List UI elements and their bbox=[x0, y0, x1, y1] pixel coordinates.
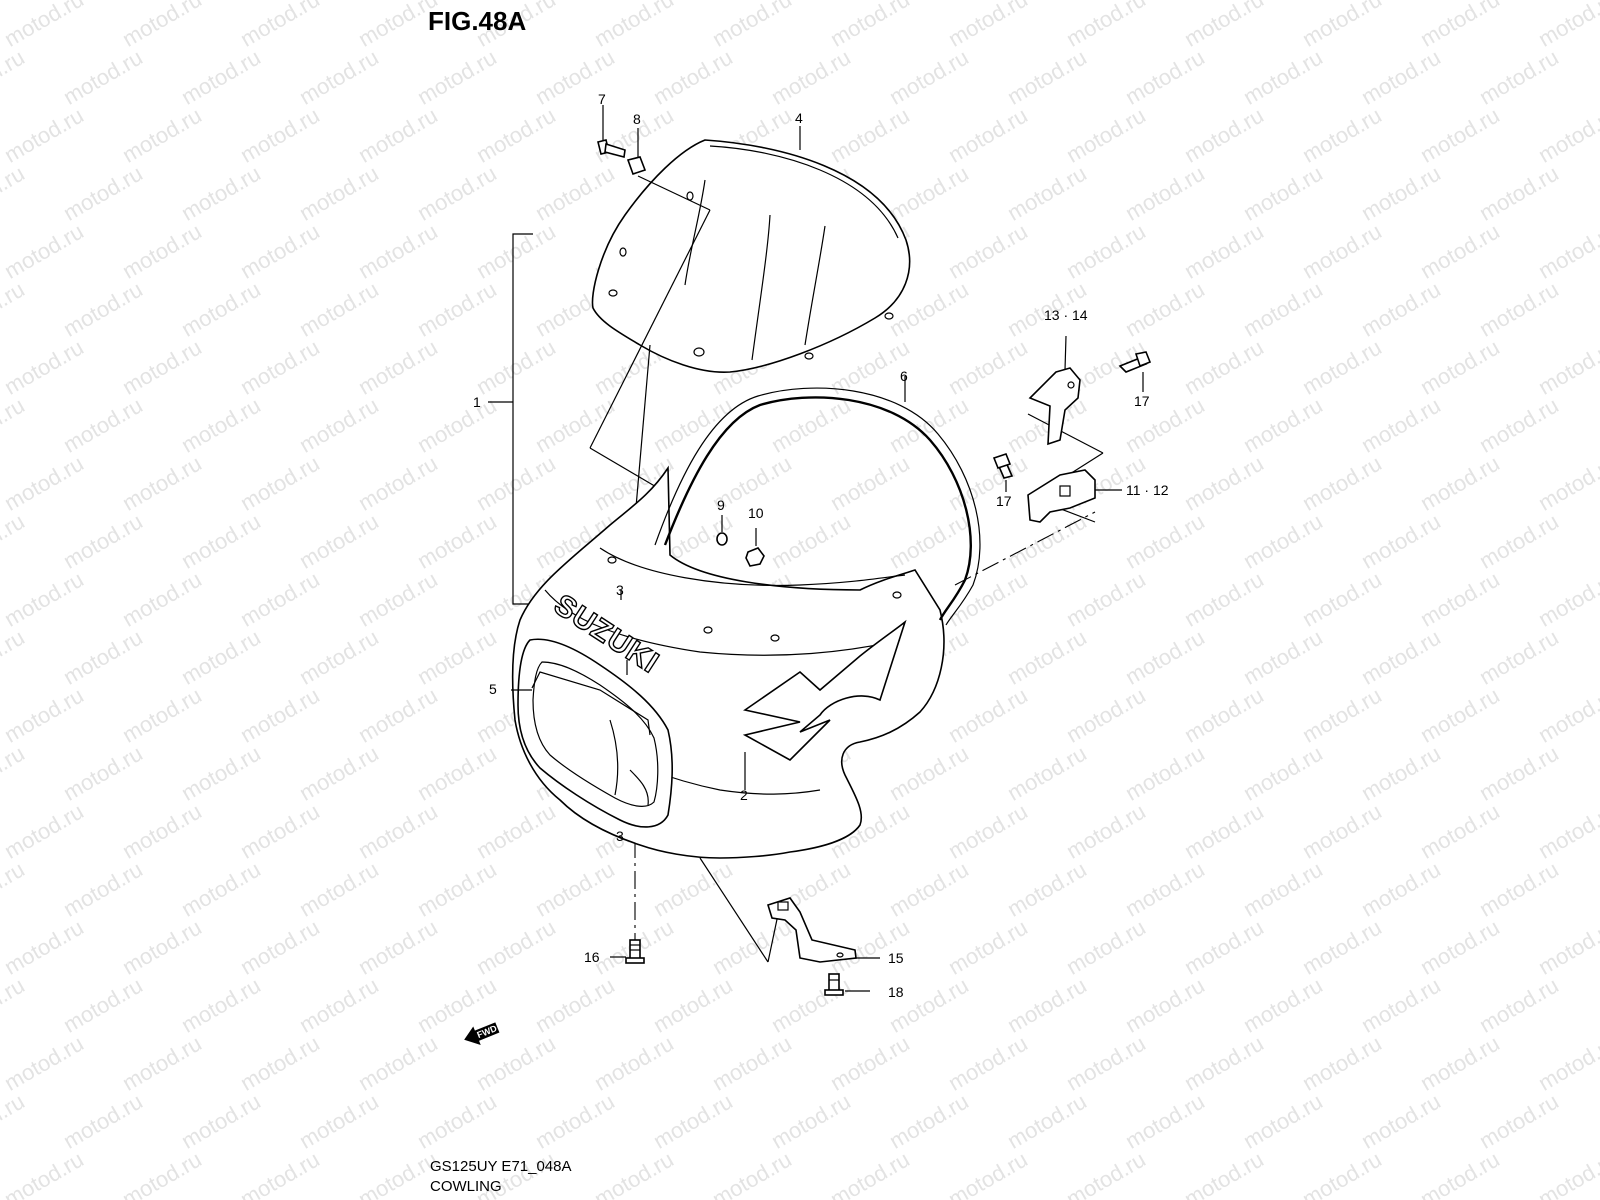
bolt-16 bbox=[610, 939, 645, 964]
callout-3-upper: 3 bbox=[616, 582, 624, 598]
screw-7 bbox=[597, 105, 626, 159]
callout-4: 4 bbox=[795, 110, 803, 126]
figure-title: FIG.48A bbox=[428, 6, 527, 36]
callout-17-upper: 17 bbox=[1134, 393, 1150, 409]
callout-5: 5 bbox=[489, 681, 497, 697]
callout-16: 16 bbox=[584, 949, 600, 965]
bracket-13-14 bbox=[1028, 335, 1081, 446]
bracket-11-12 bbox=[1027, 469, 1122, 523]
washer-9 bbox=[716, 515, 728, 546]
assembly-bracket-1 bbox=[488, 233, 533, 605]
edge-trim bbox=[654, 387, 981, 626]
callout-7: 7 bbox=[598, 91, 606, 107]
callout-leaders bbox=[511, 126, 906, 790]
callout-15: 15 bbox=[888, 950, 904, 966]
fwd-arrow-icon bbox=[464, 1022, 500, 1045]
bolt-18 bbox=[824, 973, 870, 996]
callout-2: 2 bbox=[740, 787, 748, 803]
callout-1: 1 bbox=[473, 394, 481, 410]
bolt-17-upper bbox=[1118, 351, 1152, 392]
windscreen bbox=[591, 139, 911, 373]
callout-6: 6 bbox=[900, 368, 908, 384]
callout-13-14: 13 · 14 bbox=[1044, 307, 1088, 323]
callout-labels: 1 2 3 3 4 5 6 7 8 9 10 11 · 12 13 · 14 1… bbox=[473, 91, 1169, 1000]
callout-18: 18 bbox=[888, 984, 904, 1000]
fwd-label: FWD bbox=[476, 1023, 499, 1040]
model-code-caption: GS125UY E71_048A bbox=[430, 1158, 572, 1175]
headlight-frame bbox=[517, 638, 673, 828]
bracket-15 bbox=[767, 897, 880, 963]
callout-3-lower: 3 bbox=[616, 828, 624, 844]
section-name-caption: COWLING bbox=[430, 1178, 502, 1195]
fwd-direction-badge: FWD bbox=[464, 1022, 500, 1045]
nut-10 bbox=[745, 528, 765, 567]
well-nut-8 bbox=[626, 128, 647, 176]
callout-10: 10 bbox=[748, 505, 764, 521]
callout-11-12: 11 · 12 bbox=[1126, 482, 1169, 498]
callout-17-lower: 17 bbox=[996, 493, 1012, 509]
callout-8: 8 bbox=[633, 111, 641, 127]
callout-9: 9 bbox=[717, 497, 725, 513]
bolt-17-lower bbox=[992, 453, 1014, 492]
